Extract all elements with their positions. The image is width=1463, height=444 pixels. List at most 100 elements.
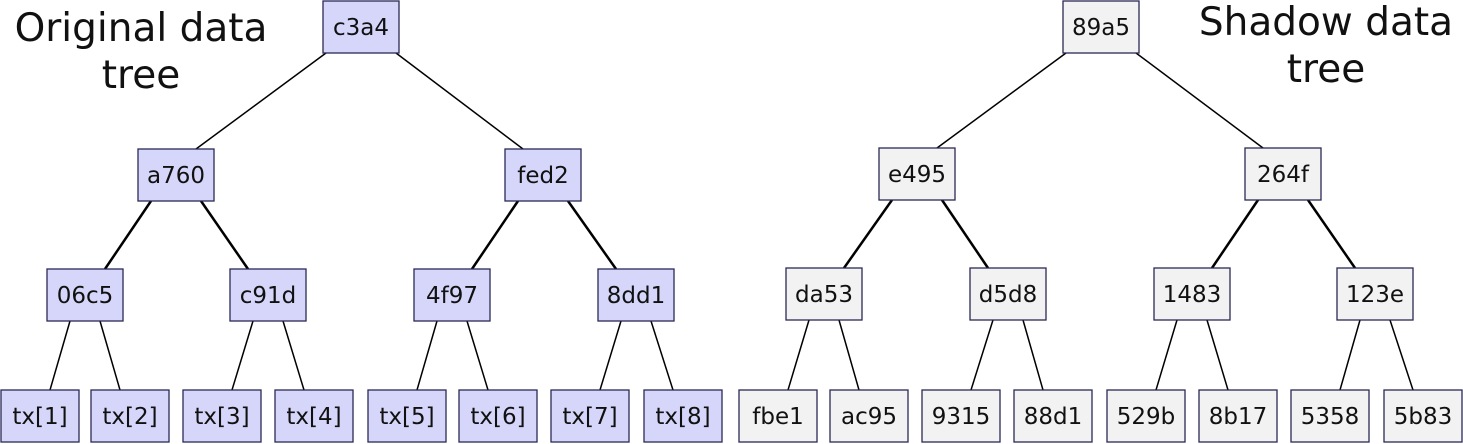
- shadow-tree-node: 8b17: [1198, 389, 1278, 443]
- node-label: tx[2]: [102, 404, 157, 430]
- original-edge: [99, 320, 121, 391]
- shadow-tree-node: 264f: [1244, 147, 1322, 201]
- original-tree-node: fed2: [504, 148, 582, 202]
- node-label: 5358: [1301, 404, 1360, 430]
- shadow-edge: [1339, 319, 1361, 391]
- node-box: [969, 267, 1047, 321]
- node-box: [458, 389, 538, 443]
- shadow-tree-node: d5d8: [969, 267, 1047, 321]
- original-edge: [199, 200, 250, 270]
- node-box: [322, 0, 400, 54]
- shadow-tree-node: da53: [785, 267, 863, 321]
- node-box: [1106, 389, 1186, 443]
- node-box: [413, 268, 491, 322]
- shadow-edge: [940, 199, 990, 269]
- node-label: 8b17: [1209, 404, 1268, 430]
- node-box: [0, 389, 80, 443]
- original-edge: [49, 320, 71, 391]
- node-label: 89a5: [1072, 15, 1130, 41]
- node-box: [1198, 389, 1278, 443]
- node-box: [229, 268, 307, 322]
- node-label: ac95: [841, 404, 897, 430]
- node-box: [1290, 389, 1370, 443]
- node-box: [829, 389, 909, 443]
- node-box: [137, 148, 215, 202]
- node-box: [1153, 267, 1231, 321]
- original-edge: [470, 200, 520, 270]
- shadow-edge: [970, 319, 994, 391]
- original-tree-node: tx[2]: [90, 389, 170, 443]
- node-box: [785, 267, 863, 321]
- original-tree-node: c3a4: [322, 0, 400, 54]
- node-box: [643, 389, 723, 443]
- shadow-tree-node: 123e: [1336, 267, 1414, 321]
- original-edge: [395, 52, 524, 150]
- original-edge: [416, 320, 438, 391]
- shadow-tree-title: Shadow data tree: [1198, 0, 1454, 92]
- node-box: [550, 389, 630, 443]
- shadow-tree-node: 1483: [1153, 267, 1231, 321]
- shadow-edge: [838, 319, 860, 391]
- node-label: tx[3]: [194, 404, 249, 430]
- original-tree-node: tx[8]: [643, 389, 723, 443]
- original-tree-node: a760: [137, 148, 215, 202]
- node-label: 5b83: [1394, 404, 1453, 430]
- node-box: [597, 268, 675, 322]
- shadow-edge: [1306, 199, 1357, 269]
- node-label: 264f: [1257, 162, 1310, 188]
- shadow-edge: [1389, 319, 1414, 391]
- shadow-edge: [1135, 52, 1264, 149]
- shadow-tree-node: 529b: [1106, 389, 1186, 443]
- shadow-tree-node: 9315: [921, 389, 1001, 443]
- node-box: [1336, 267, 1414, 321]
- node-label: tx[5]: [379, 404, 434, 430]
- original-tree-node: 4f97: [413, 268, 491, 322]
- original-tree-node: tx[4]: [274, 389, 354, 443]
- original-tree-node: tx[3]: [182, 389, 262, 443]
- original-tree-node: 06c5: [46, 268, 124, 322]
- node-label: e495: [888, 162, 946, 188]
- node-label: tx[4]: [286, 404, 341, 430]
- original-tree-node: tx[1]: [0, 389, 80, 443]
- node-box: [921, 389, 1001, 443]
- edges-layer: [49, 52, 1414, 391]
- node-box: [1383, 389, 1463, 443]
- shadow-tree-node: 5358: [1290, 389, 1370, 443]
- node-label: 88d1: [1024, 404, 1083, 430]
- shadow-tree-node: fbe1: [738, 389, 818, 443]
- shadow-tree-node: e495: [878, 147, 956, 201]
- shadow-edge: [1210, 199, 1260, 269]
- original-edge: [466, 320, 489, 391]
- original-tree-node: c91d: [229, 268, 307, 322]
- node-box: [1062, 0, 1140, 54]
- node-label: 123e: [1346, 282, 1404, 308]
- node-label: tx[8]: [655, 404, 710, 430]
- shadow-tree-node: 88d1: [1013, 389, 1093, 443]
- original-edge: [566, 200, 618, 270]
- node-label: tx[1]: [12, 404, 67, 430]
- node-box: [738, 389, 818, 443]
- node-label: a760: [147, 163, 205, 189]
- shadow-edge: [842, 199, 894, 269]
- node-label: 8dd1: [607, 283, 665, 309]
- node-box: [504, 148, 582, 202]
- shadow-edge: [936, 52, 1067, 149]
- shadow-tree-node: 89a5: [1062, 0, 1140, 54]
- node-label: da53: [795, 282, 853, 308]
- shadow-tree-node: 5b83: [1383, 389, 1463, 443]
- original-edge: [282, 320, 305, 391]
- node-label: 06c5: [57, 283, 114, 309]
- original-edge: [650, 320, 674, 391]
- original-tree-node: tx[7]: [550, 389, 630, 443]
- shadow-edge: [1022, 319, 1044, 391]
- node-box: [1244, 147, 1322, 201]
- node-label: 4f97: [426, 283, 478, 309]
- original-tree-node: tx[5]: [367, 389, 447, 443]
- node-label: 9315: [932, 404, 991, 430]
- node-label: fbe1: [752, 404, 803, 430]
- node-box: [274, 389, 354, 443]
- node-label: tx[6]: [470, 404, 525, 430]
- node-label: c3a4: [333, 15, 389, 41]
